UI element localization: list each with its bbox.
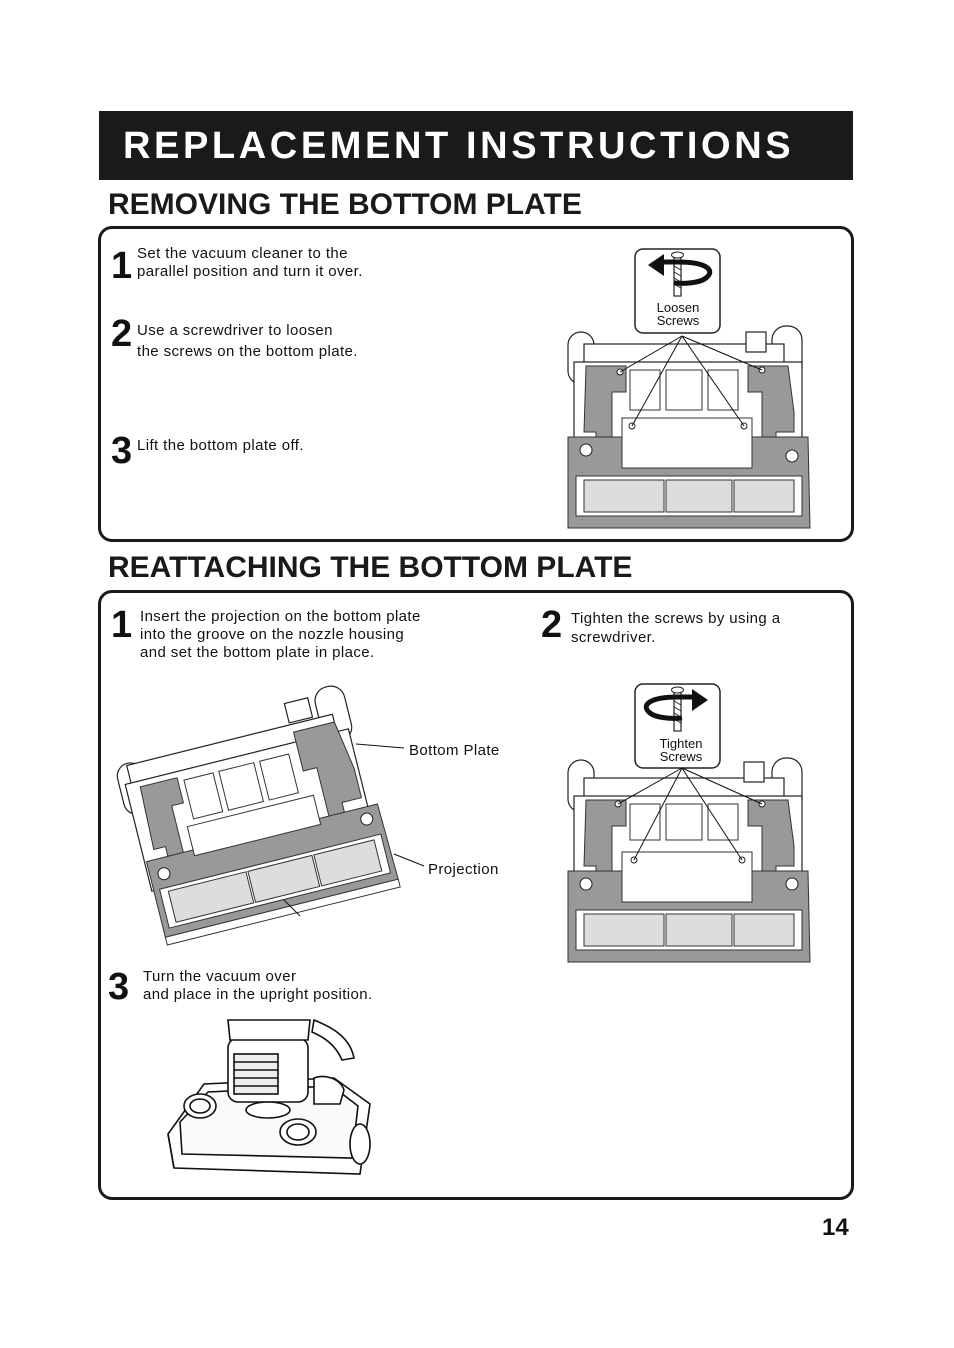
projection-label: Projection <box>428 861 499 878</box>
loosen-screws-caption: Loosen Screws <box>656 300 700 328</box>
counterclockwise-screw-icon <box>634 248 721 334</box>
removing-step-1-text: Set the vacuum cleaner to the parallel p… <box>137 245 363 280</box>
removing-step-3-number: 3 <box>111 430 133 472</box>
reattaching-section-title: REATTACHING THE BOTTOM PLATE <box>108 551 633 584</box>
bottom-plate-insertion-diagram <box>116 685 425 946</box>
page-number: 14 <box>822 1214 849 1241</box>
removing-step-3-text: Lift the bottom plate off. <box>137 437 304 454</box>
removing-step-1-number: 1 <box>111 245 133 287</box>
vacuum-underside-diagram <box>567 325 811 529</box>
vacuum-underside-tighten-diagram <box>567 757 811 963</box>
upright-vacuum-diagram <box>167 1018 371 1175</box>
clockwise-screw-icon <box>634 683 721 769</box>
page-banner: REPLACEMENT INSTRUCTIONS <box>99 111 853 180</box>
bottom-plate-label: Bottom Plate <box>409 742 500 759</box>
tighten-screws-caption: Tighten Screws <box>659 736 703 764</box>
removing-section-title: REMOVING THE BOTTOM PLATE <box>108 188 582 221</box>
page-title: REPLACEMENT INSTRUCTIONS <box>123 125 795 167</box>
reattaching-step-3-number: 3 <box>108 966 130 1008</box>
removing-step-2-number: 2 <box>111 313 133 355</box>
reattaching-step-1-number: 1 <box>111 604 133 646</box>
reattaching-step-2-number: 2 <box>541 604 563 646</box>
reattaching-step-3-text: Turn the vacuum over and place in the up… <box>143 968 373 1003</box>
reattaching-step-2-text: Tighten the screws by using a screwdrive… <box>571 610 781 646</box>
removing-step-2-text: Use a screwdriver to loosen the screws o… <box>137 322 358 360</box>
reattaching-step-1-text: Insert the projection on the bottom plat… <box>140 608 421 661</box>
